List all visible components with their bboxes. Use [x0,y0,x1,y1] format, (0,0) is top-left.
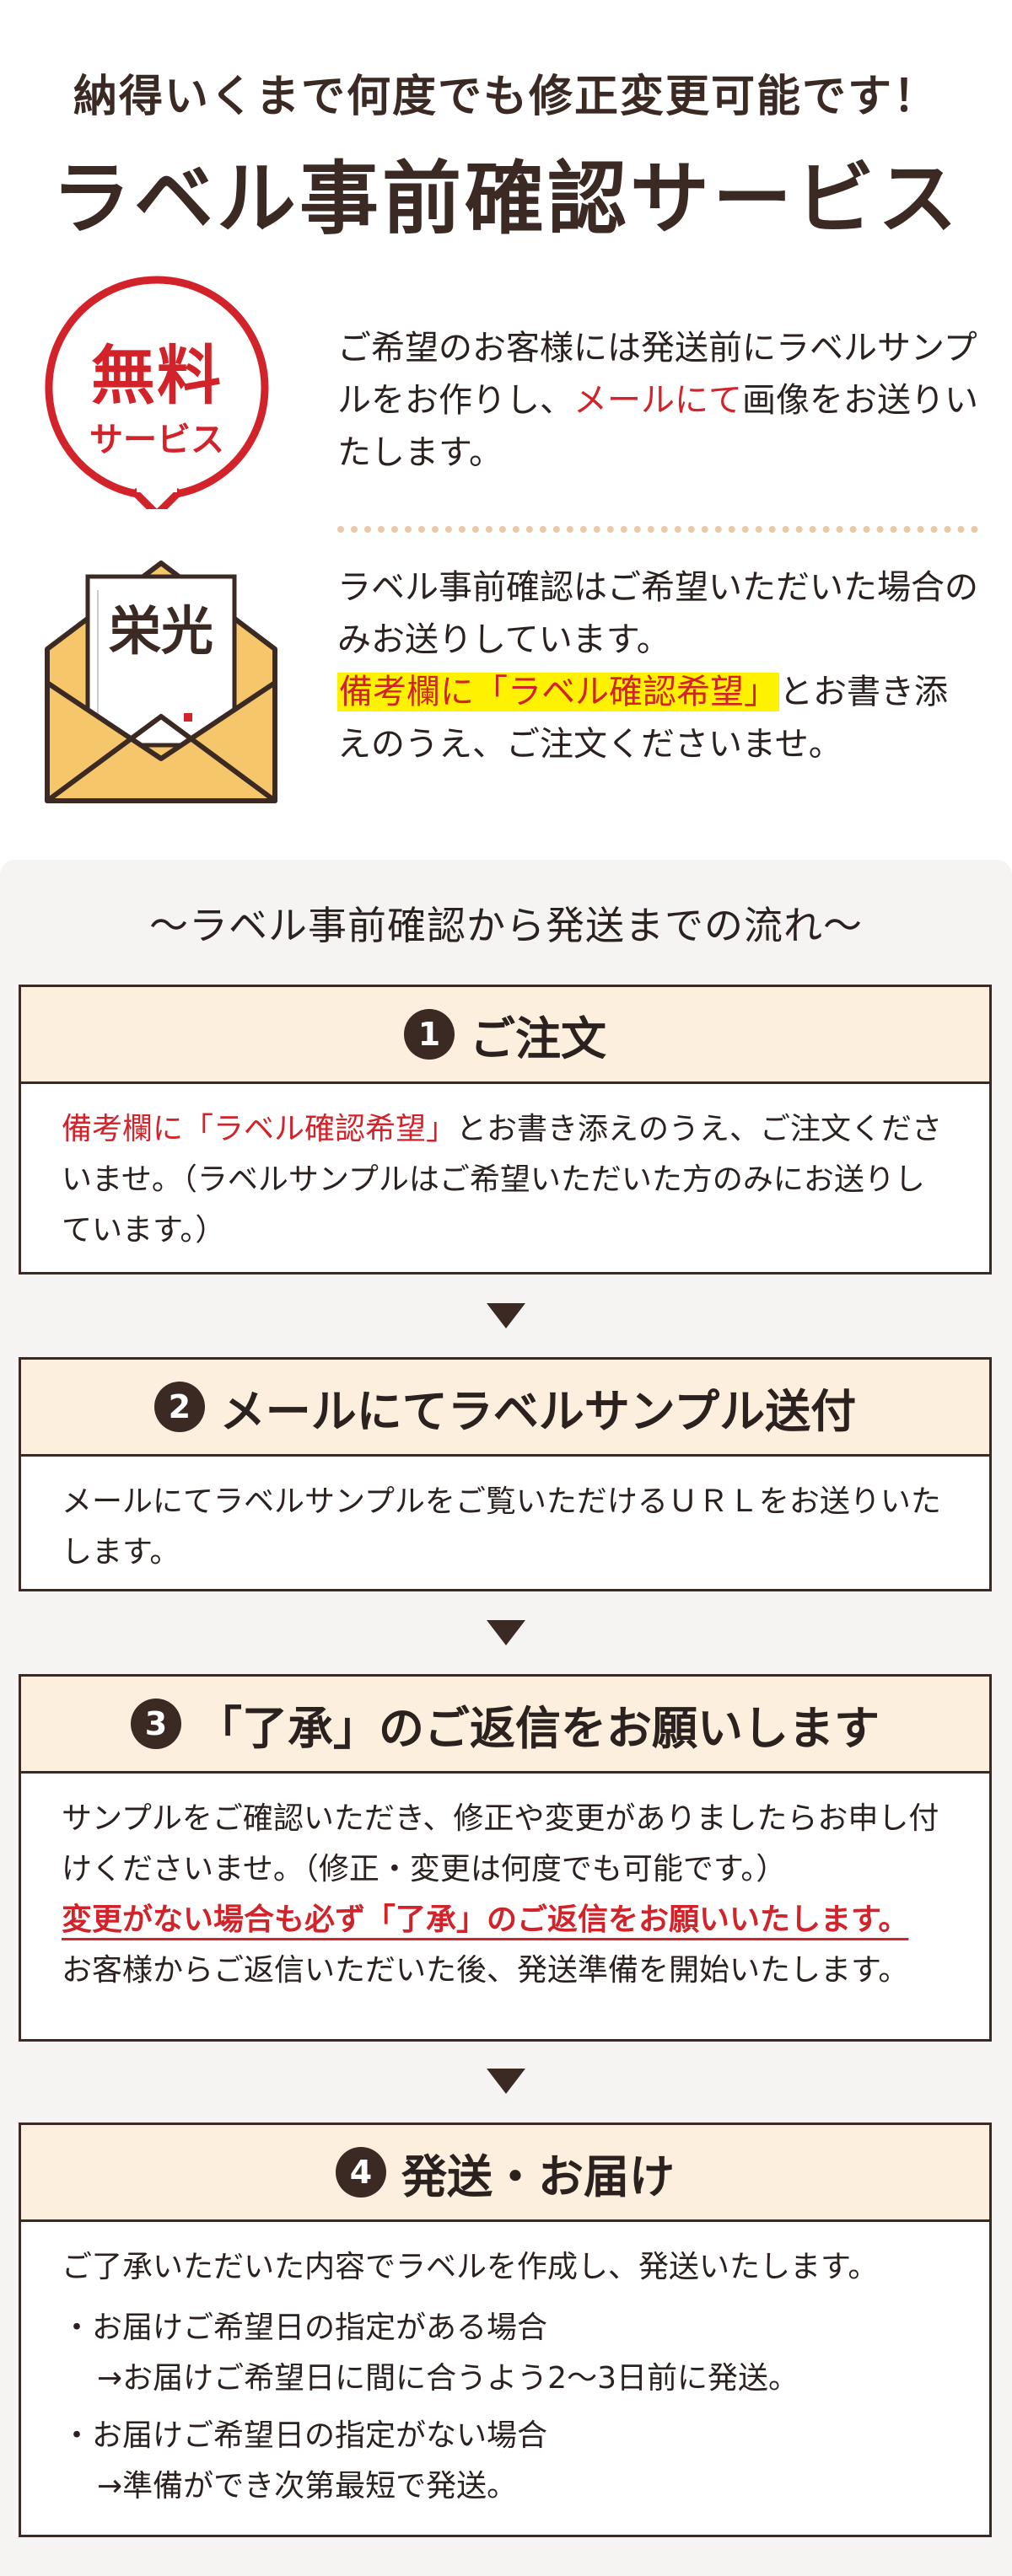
step-text: とお書き添えのうえ、ご注文くださいませ。（ラベルサンプルはご希望いただいた方のみ… [62,1112,943,1248]
flow-title: ～ラベル事前確認から発送までの流れ～ [149,903,863,948]
badge-main-text: 無料 [91,338,223,413]
intro-text: 画像をお送りいたします。 [337,381,978,472]
down-arrow-icon [487,1303,525,1328]
step-number-badge: 2 [153,1382,205,1432]
step-header: 2 メールにてラベルサンプル送付 [21,1360,989,1457]
dotted-divider [337,526,978,533]
step-header: 1 ご注文 [21,987,989,1084]
intro-paragraph-2: ラベル事前確認はご希望いただいた場合のみお送りしています。 備考欄に「ラベル確認… [337,561,978,770]
intro-text: ご希望のお客様には発送前にラベルサンプルをお作りし、 [337,329,977,420]
step-body: 備考欄に「ラベル確認希望」とお書き添えのうえ、ご注文くださいませ。（ラベルサンプ… [21,1084,989,1256]
envelope-icon: 栄光 [39,548,283,818]
step-header: 3 「了承」のご返信をお願いします [21,1677,989,1774]
step-3-box: 3 「了承」のご返信をお願いします サンプルをご確認いただき、修正や変更がありま… [19,1674,992,2042]
step-number-badge: 3 [131,1699,181,1749]
step-text: メールにてラベルサンプルをご覧いただけるＵＲＬをお送りいたします。 [62,1484,941,1570]
step-red-underlined-text: 変更がない場合も必ず「了承」のご返信をお願いいたします。 [62,1902,909,1937]
list-item: ・お届けご希望日の指定がある場合 [62,2310,548,2345]
speech-bubble-icon [45,276,269,509]
step-header: 4 発送・お届け [21,2125,989,2222]
list-item-detail: →準備ができ次第最短で発送。 [97,2469,518,2504]
tagline: 納得いくまで何度でも修正変更可能です！ [73,71,939,122]
step-body: メールにてラベルサンプルをご覧いただけるＵＲＬをお送りいたします。 [21,1457,989,1578]
down-arrow-icon [487,2069,525,2094]
intro-text: ラベル事前確認はご希望いただいた場合のみお送りしています。 [337,568,978,659]
step-4-box: 4 発送・お届け ご了承いただいた内容でラベルを作成し、発送いたします。 ・お届… [19,2123,992,2537]
step-body: サンプルをご確認いただき、修正や変更がありましたらお申し付けくださいませ。（修正… [21,1774,989,1996]
step-text: サンプルをご確認いただき、修正や変更がありましたらお申し付けくださいませ。（修正… [62,1801,939,1886]
step-title: 発送・お届け [401,2149,675,2203]
free-service-badge: 無料 サービス [39,273,275,509]
intro-paragraph-1: ご希望のお客様には発送前にラベルサンプルをお作りし、メールにて画像をお送りいたし… [337,322,978,479]
step-title: メールにてラベルサンプル送付 [219,1384,857,1438]
step-red-text: 備考欄に「ラベル確認希望」 [62,1112,457,1146]
list-item-detail: →お届けご希望日に間に合うよう2～3日前に発送。 [97,2361,799,2396]
step-number-badge: 4 [336,2147,386,2198]
step-text: ご了承いただいた内容でラベルを作成し、発送いたします。 [62,2250,879,2284]
step-1-box: 1 ご注文 備考欄に「ラベル確認希望」とお書き添えのうえ、ご注文くださいませ。（… [19,985,992,1275]
step-2-box: 2 メールにてラベルサンプル送付 メールにてラベルサンプルをご覧いただけるＵＲＬ… [19,1357,992,1591]
intro-text: とお書き添えのうえ、ご注文くださいませ。 [337,673,948,764]
step-number-badge: 1 [404,1009,455,1060]
list-item: ・お届けご希望日の指定がない場合 [62,2418,548,2453]
down-arrow-icon [487,1620,525,1645]
label-sample-text: 栄光 [109,600,213,662]
step-title: 「了承」のご返信をお願いします [196,1701,880,1755]
badge-sub-text: サービス [89,421,224,459]
step-body: ご了承いただいた内容でラベルを作成し、発送いたします。 ・お届けご希望日の指定が… [21,2222,989,2512]
intro-highlight-text: 備考欄に「ラベル確認希望」 [337,673,779,711]
page-title: ラベル事前確認サービス [51,153,961,245]
intro-red-text: メールにて [573,381,742,420]
step-text: お客様からご返信いただいた後、発送準備を開始いたします。 [62,1953,909,1988]
step-title: ご注文 [470,1012,606,1065]
